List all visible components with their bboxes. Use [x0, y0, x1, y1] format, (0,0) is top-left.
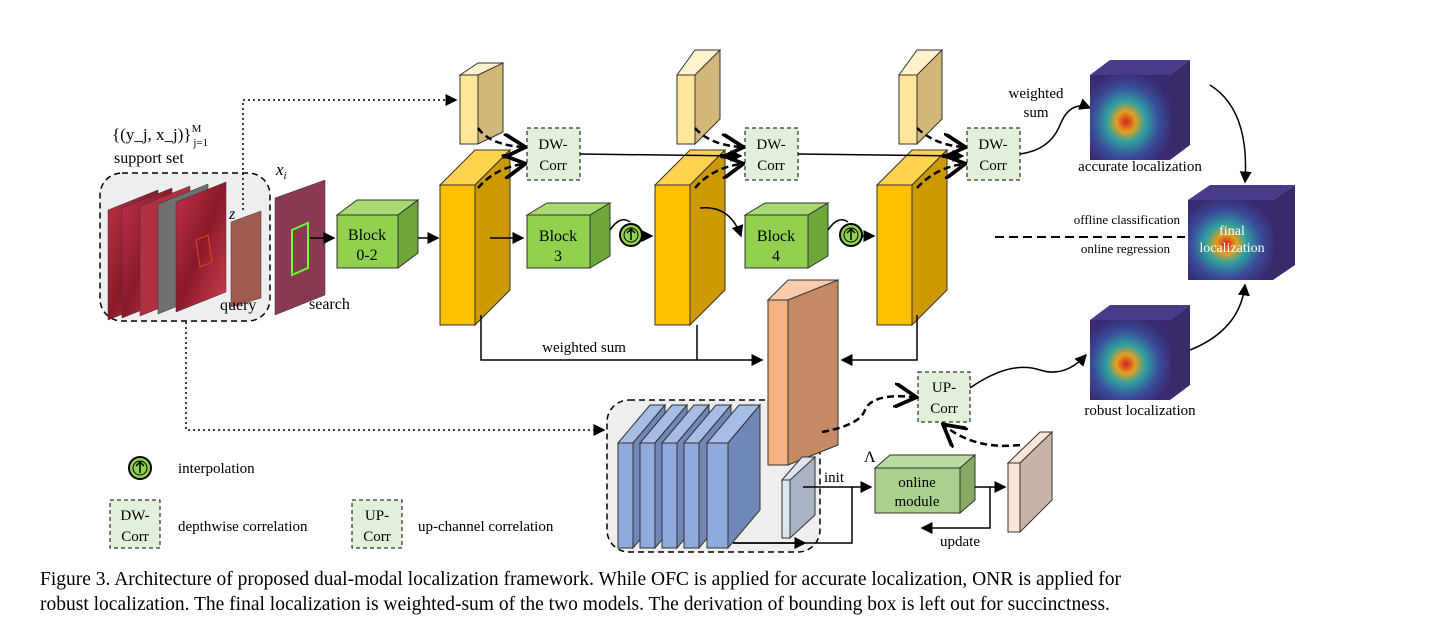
- svg-text:4: 4: [772, 248, 780, 265]
- svg-text:UP-: UP-: [365, 508, 389, 524]
- up-corr: UP- Corr: [917, 371, 971, 423]
- small-gray-map: [780, 455, 817, 540]
- template-dotted-arrow: [242, 94, 458, 210]
- dw-corr-legend-box: [109, 499, 161, 549]
- search-label: search: [309, 296, 350, 313]
- legend-depthwise: depthwise correlation: [178, 519, 308, 535]
- svg-text:Corr: Corr: [539, 158, 567, 174]
- blue-feature-stack: [616, 403, 762, 550]
- query-image: [230, 210, 262, 308]
- svg-text:{(y_j, x_j)}Mj=1: {(y_j, x_j)}Mj=1: [112, 123, 208, 149]
- caption-line-1: Figure 3. Architecture of proposed dual-…: [40, 569, 1122, 590]
- svg-text:Block: Block: [757, 228, 795, 245]
- svg-text:Corr: Corr: [363, 529, 391, 545]
- dw-corr-3: DW- Corr: [966, 127, 1021, 181]
- svg-text:DW-: DW-: [756, 137, 785, 153]
- support-set-label: support set: [114, 150, 184, 167]
- accurate-localization-map: [1090, 60, 1190, 160]
- template-map-3: [898, 48, 943, 146]
- block-3: Block 3: [525, 202, 612, 269]
- svg-text:online: online: [898, 475, 936, 491]
- interpolation-legend-icon: [128, 456, 152, 480]
- init-label: init: [824, 470, 845, 486]
- block-4: Block 4: [743, 202, 830, 269]
- template-map-2: [676, 48, 721, 146]
- support-formula-sup: M: [192, 123, 202, 135]
- feature-map-2: [653, 148, 727, 327]
- svg-text:xi: xi: [275, 160, 287, 182]
- corr-inputs: [476, 127, 963, 189]
- feature-map-3: [875, 148, 949, 327]
- svg-text:Block: Block: [348, 227, 386, 244]
- accurate-localization-label: accurate localization: [1078, 159, 1202, 175]
- legend-upchannel: up-channel correlation: [418, 519, 554, 535]
- online-regression-label: online regression: [1081, 241, 1171, 256]
- svg-text:Corr: Corr: [979, 158, 1007, 174]
- block-0-2: Block 0-2: [335, 199, 420, 269]
- search-image: [274, 179, 326, 316]
- weighted-sum-label-1: sum: [1023, 105, 1048, 121]
- support-formula: {(y_j, x_j)}: [112, 125, 192, 144]
- robust-localization-label: robust localization: [1084, 403, 1196, 419]
- svg-text:DW-: DW-: [120, 508, 149, 524]
- weighted-sum-label-0: weighted: [1009, 86, 1064, 102]
- svg-text:3: 3: [554, 248, 562, 265]
- svg-text:Corr: Corr: [930, 401, 958, 417]
- svg-text:Block: Block: [539, 228, 577, 245]
- legend-interpolation: interpolation: [178, 461, 255, 477]
- interpolation-icon-1: [619, 223, 643, 247]
- update-label: update: [940, 534, 980, 550]
- support-dotted-arrow: [185, 322, 606, 436]
- legend: interpolation DW- Corr depthwise correla…: [109, 456, 554, 549]
- svg-text:UP-: UP-: [932, 380, 956, 396]
- svg-text:DW-: DW-: [538, 137, 567, 153]
- up-corr-legend-box: [351, 499, 403, 549]
- offline-classification-label: offline classification: [1074, 212, 1181, 227]
- query-label: query: [220, 297, 256, 314]
- weighted-sum-bottom-label: weighted sum: [542, 340, 626, 356]
- svg-text:DW-: DW-: [978, 137, 1007, 153]
- final-localization-map: final localization: [1188, 185, 1295, 280]
- beige-output-map: [1006, 430, 1054, 534]
- support-formula-sub: j=1: [192, 137, 208, 149]
- svg-text:module: module: [895, 494, 940, 510]
- dw-corr-2: DW- Corr: [744, 127, 799, 181]
- figure-caption: Figure 3. Architecture of proposed dual-…: [40, 567, 1420, 617]
- svg-text:localization: localization: [1199, 241, 1264, 256]
- search-bbox: [291, 221, 309, 277]
- svg-text:final: final: [1219, 224, 1245, 239]
- orange-feature-map: [766, 279, 840, 466]
- svg-text:Corr: Corr: [121, 529, 149, 545]
- robust-localization-map: [1090, 305, 1190, 400]
- svg-text:Corr: Corr: [757, 158, 785, 174]
- search-symbol: x: [275, 160, 284, 179]
- svg-text:0-2: 0-2: [356, 247, 377, 264]
- online-module: online module: [873, 453, 977, 515]
- interpolation-icon-2: [839, 223, 863, 247]
- search-symbol-sub: i: [284, 170, 287, 182]
- dw-corr-1: DW- Corr: [526, 127, 581, 181]
- support-frames: [107, 181, 227, 321]
- caption-line-2: robust localization. The final localizat…: [40, 594, 1110, 615]
- template-map-1: [458, 62, 505, 145]
- lambda-label: Λ: [864, 449, 876, 466]
- query-symbol: z: [228, 206, 236, 223]
